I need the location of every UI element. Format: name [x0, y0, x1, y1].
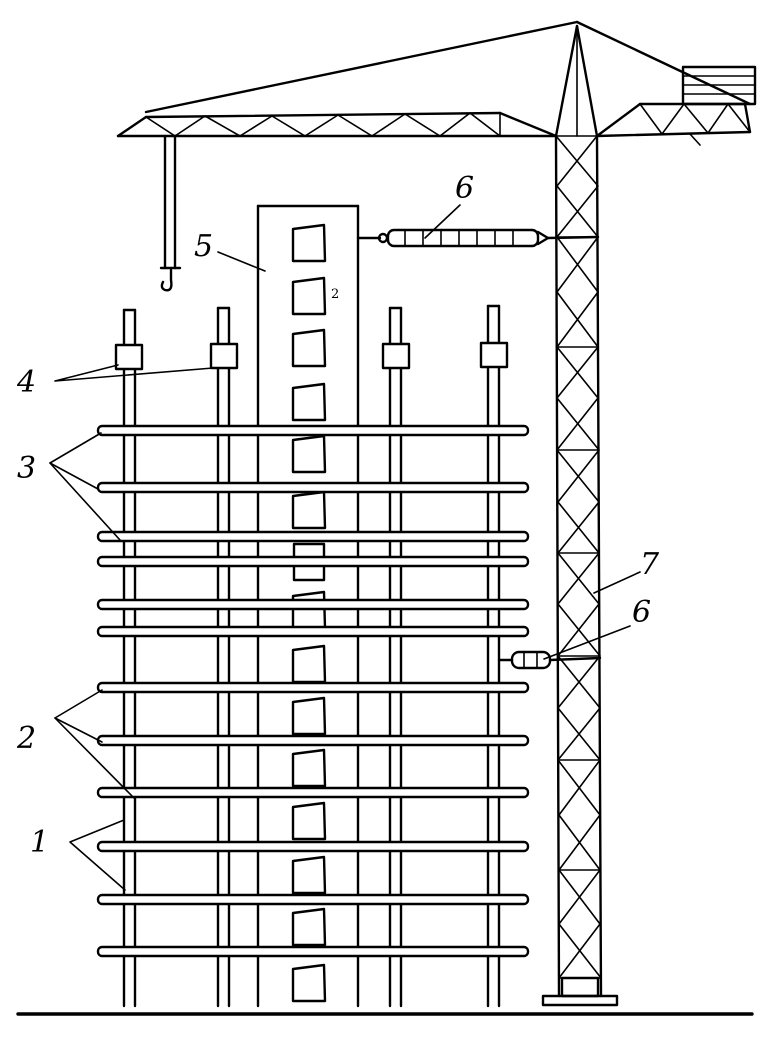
core-opening: [291, 748, 327, 788]
crane-counterweight: [681, 65, 757, 106]
core-opening: [291, 696, 327, 736]
floor-slab: [96, 893, 530, 906]
floor-slab: [96, 786, 530, 799]
crane-counter-jib: [575, 20, 752, 146]
label-6-upper: 6: [455, 171, 474, 206]
floor-slabs: [96, 424, 530, 958]
floor-slab: [96, 424, 530, 437]
leader-lines: [49, 204, 641, 891]
floor-slab: [96, 840, 530, 853]
floor-slab: [96, 681, 530, 694]
label-6-lower: 6: [632, 595, 651, 630]
core-opening: [291, 382, 327, 422]
core-opening: [291, 328, 327, 368]
label-7: 7: [640, 547, 660, 582]
callout-labels: 1 2 3 4 5 6 6 7 2: [16, 171, 660, 860]
core-opening: [291, 490, 327, 530]
floor-slab: [96, 481, 530, 494]
label-1: 1: [30, 825, 49, 860]
label-3: 3: [17, 451, 36, 486]
building-columns: [122, 304, 501, 1008]
core-opening: [291, 644, 327, 684]
floor-slab: [96, 945, 530, 958]
floor-slab: [96, 530, 530, 543]
core-opening: [291, 963, 327, 1003]
floor-slab: [96, 598, 530, 611]
core-opening: [291, 434, 327, 474]
tower-crane: [116, 20, 757, 1007]
small-mark: 2: [331, 287, 339, 302]
crane-hook: [159, 134, 182, 292]
core-opening: [291, 276, 327, 316]
lifting-jacks: [114, 341, 509, 371]
crane-tie-upper: [356, 228, 600, 248]
label-4: 4: [16, 365, 36, 400]
core-opening: [291, 223, 327, 263]
crane-tie-lower: [497, 650, 602, 670]
core-opening: [291, 801, 327, 841]
core-opening: [291, 855, 327, 895]
crane-peak: [554, 24, 599, 138]
floor-slab: [96, 625, 530, 638]
crane-mast: [541, 134, 619, 1007]
crane-jib: [116, 20, 579, 138]
label-5: 5: [194, 229, 213, 264]
floor-slab: [96, 555, 530, 568]
label-2: 2: [16, 721, 36, 756]
core-opening: [291, 907, 327, 947]
floor-slab: [96, 734, 530, 747]
